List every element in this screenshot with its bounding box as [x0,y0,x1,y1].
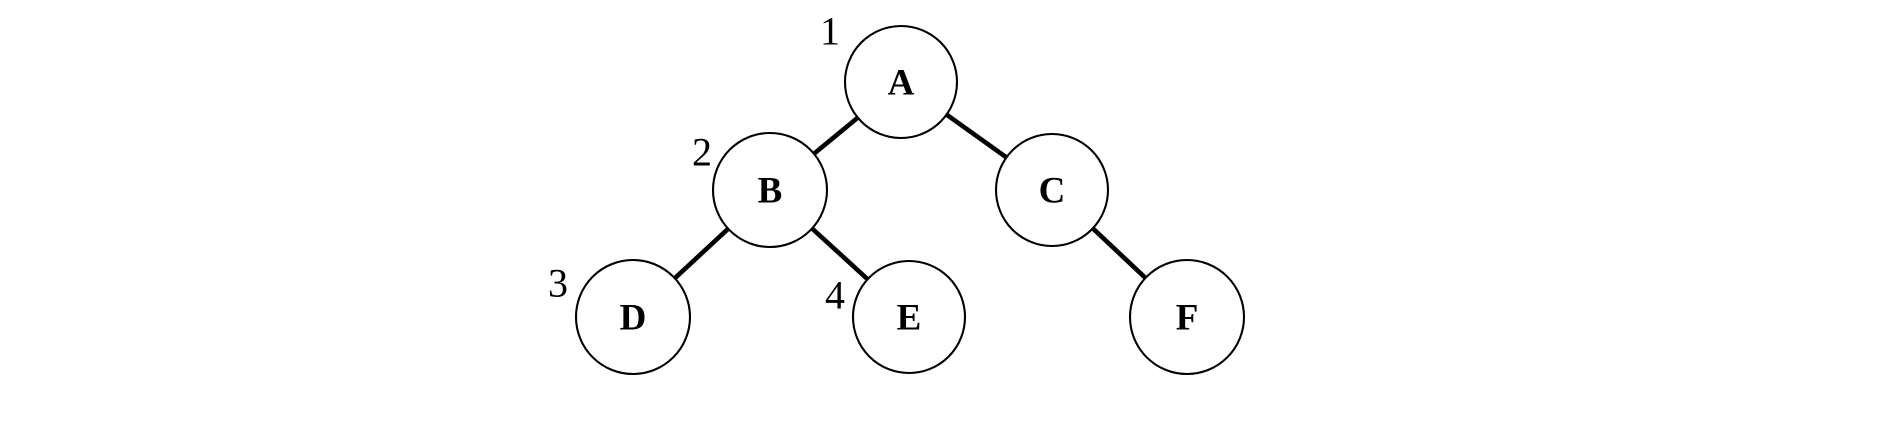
node-circle-a[interactable] [843,24,959,140]
node-label-c: C [1039,171,1066,212]
node-f[interactable]: F [1128,258,1246,376]
index-label-2: 2 [692,130,712,175]
node-circle-c[interactable] [994,132,1110,248]
node-circle-f[interactable] [1128,258,1246,376]
node-e[interactable]: E [851,259,967,375]
index-label-1: 1 [820,9,840,54]
node-circle-b[interactable] [711,131,829,249]
node-label-f: F [1176,298,1199,339]
edge-b-d [672,226,731,281]
edge-b-e [809,226,870,282]
edges-layer [672,112,1148,282]
node-label-d: D [620,298,647,339]
index-labels-layer: 1 2 3 4 [548,9,845,318]
node-label-e: E [897,298,922,339]
node-circle-e[interactable] [851,259,967,375]
node-label-b: B [758,171,783,212]
index-label-3: 3 [548,261,568,306]
node-circle-d[interactable] [574,258,692,376]
node-label-a: A [888,63,915,104]
edge-c-f [1090,226,1148,281]
node-d[interactable]: D [574,258,692,376]
edge-a-c [944,112,1009,160]
node-c[interactable]: C [994,132,1110,248]
index-label-4: 4 [825,273,845,318]
node-b[interactable]: B [711,131,829,249]
nodes-layer: A B C D E F [574,24,1246,376]
node-a[interactable]: A [843,24,959,140]
edge-a-b [811,115,861,157]
